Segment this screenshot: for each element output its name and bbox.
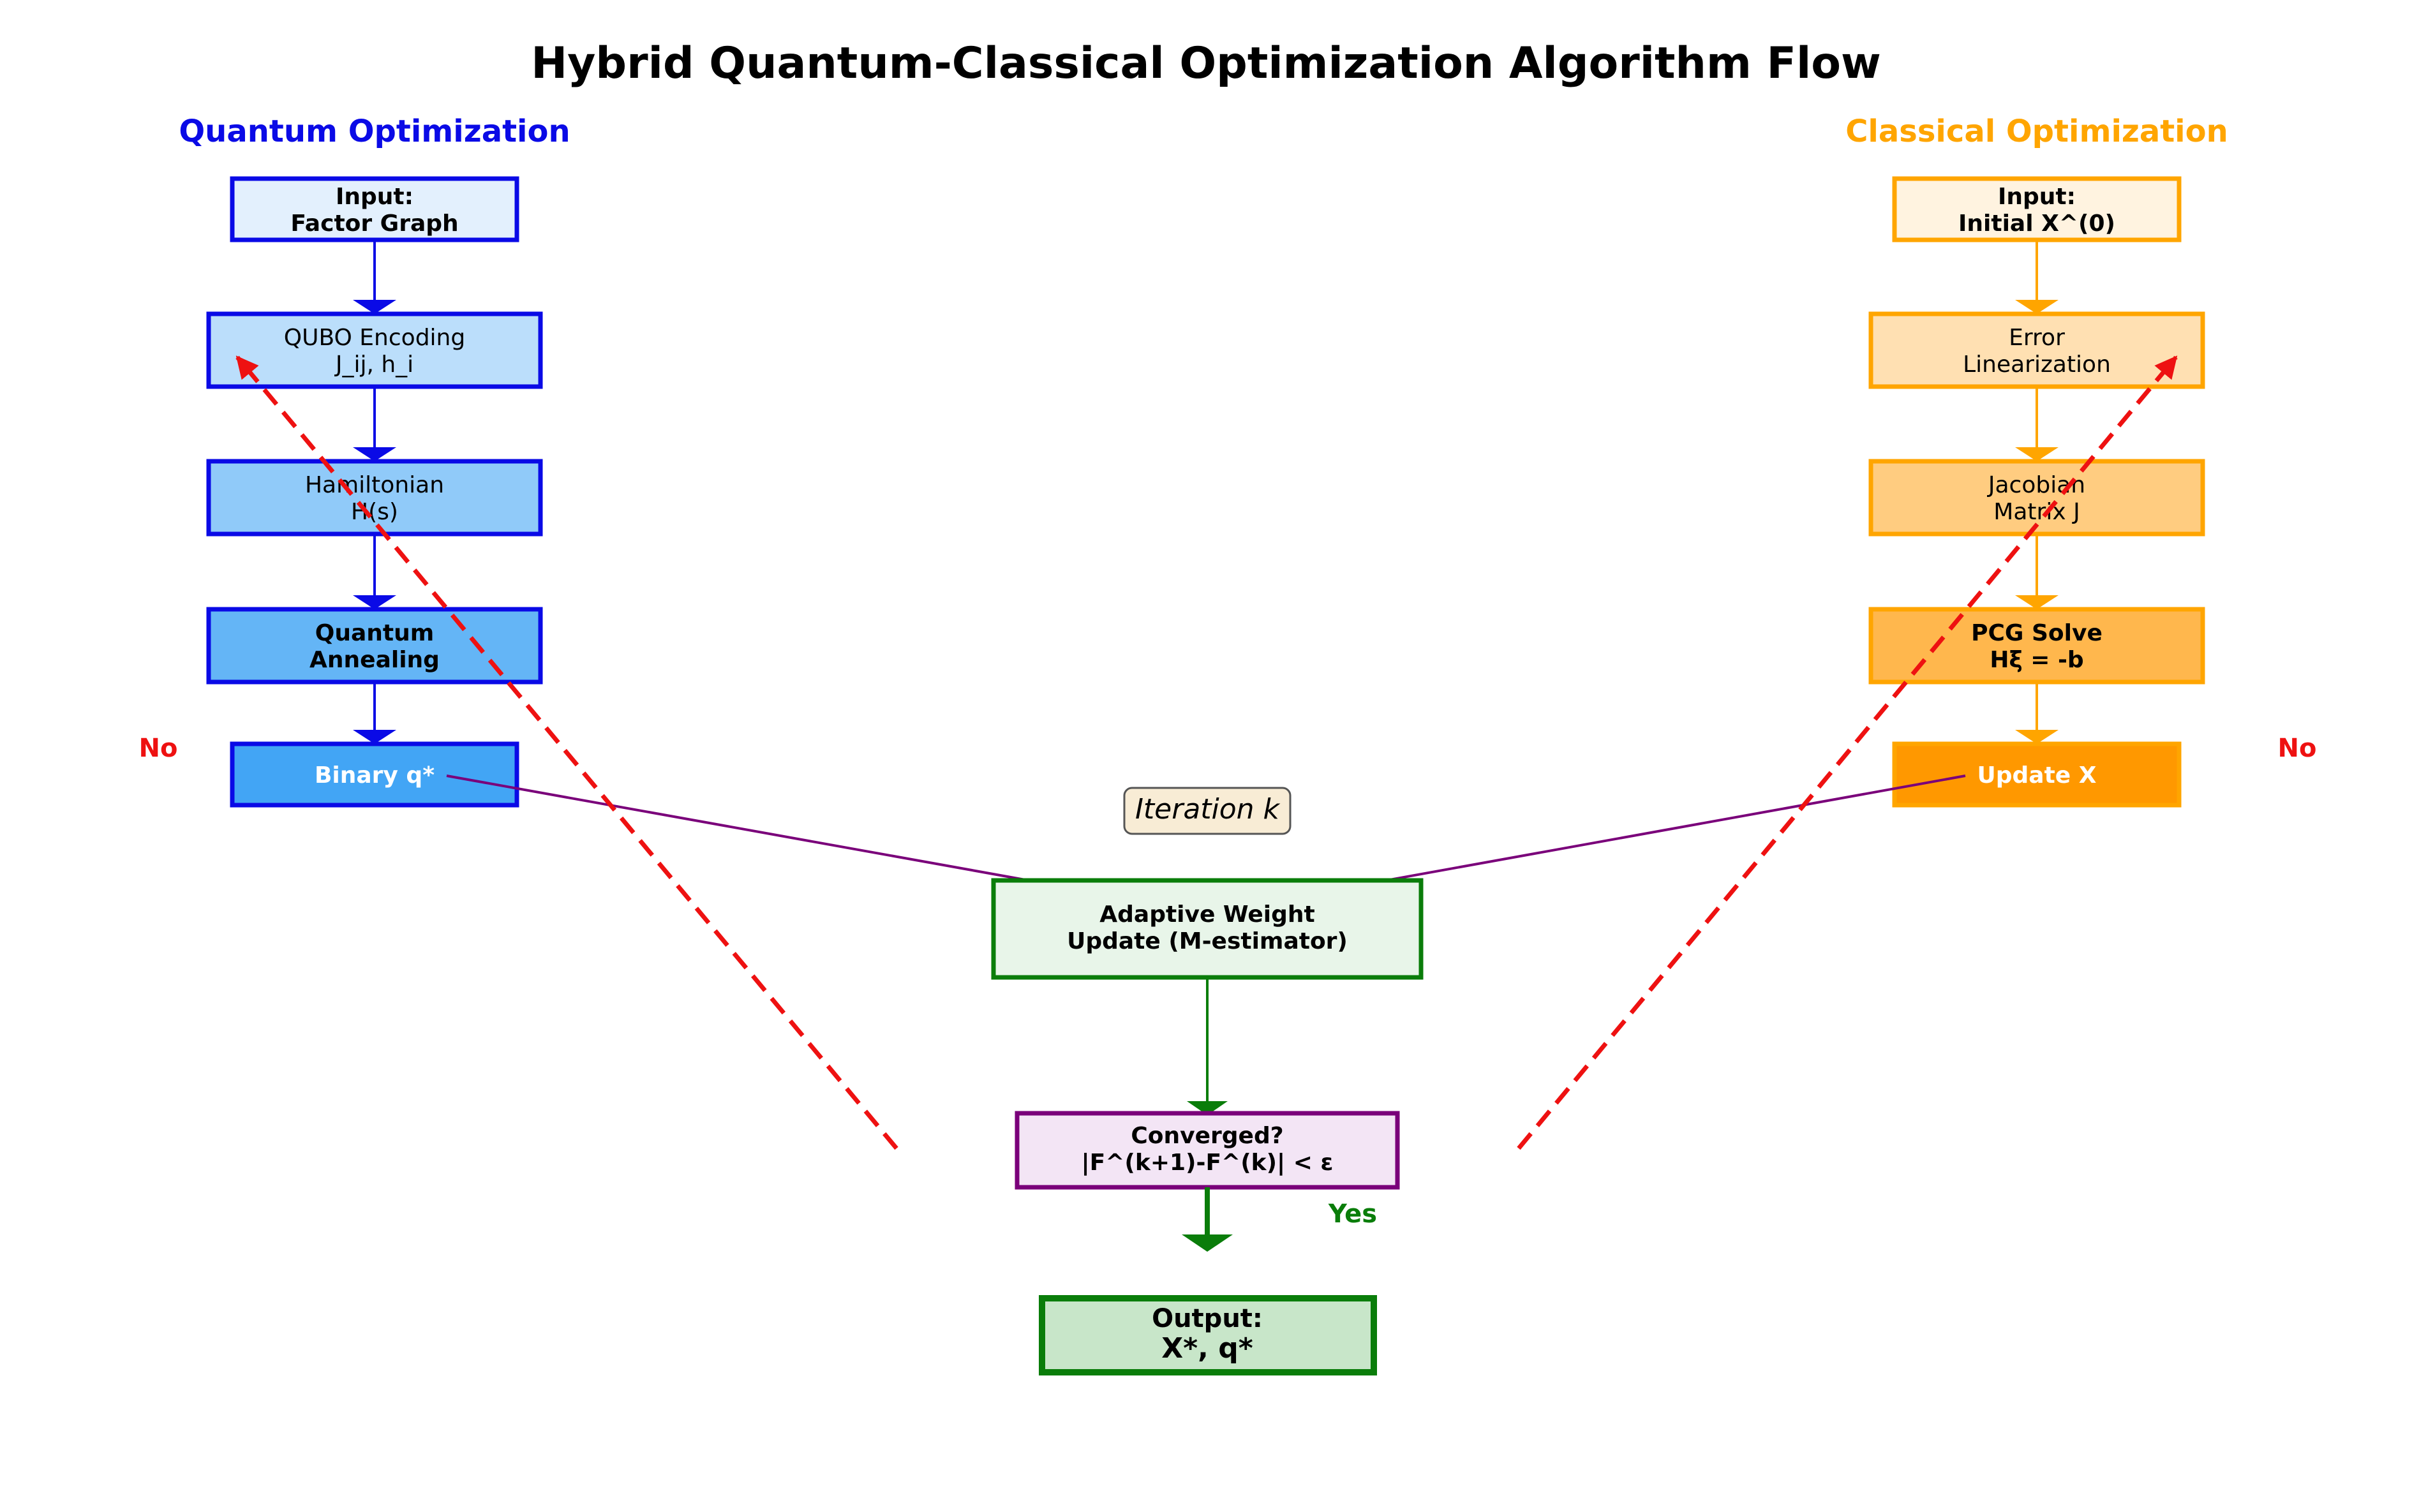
quantum-arrow-head-4 [353, 730, 396, 744]
no-label-right: No [2278, 734, 2317, 763]
classical-column: Input:Initial X^(0) ErrorLinearizationJac… [1868, 176, 2205, 808]
classical-arrow-head-2 [2015, 447, 2058, 461]
classical-arrow-head-3 [2015, 595, 2058, 609]
no-label-left: No [139, 734, 178, 763]
svg-text:Converged?: Converged? [1131, 1123, 1283, 1149]
diagram-title: Hybrid Quantum-Classical Optimization Al… [531, 38, 1881, 89]
quantum-arrow-head-2 [353, 447, 396, 461]
svg-text:Output:: Output: [1152, 1304, 1263, 1333]
quantum-feedback-arrow [446, 775, 1113, 901]
output-box: Output: X*, q* [1039, 1295, 1377, 1375]
classical-loop-arrow [1517, 355, 2178, 1150]
classical-box-3-line-2: Matrix J [1993, 499, 2080, 525]
quantum-arrow-head-1 [353, 300, 396, 314]
weight-box-line-1: Adaptive Weight [1099, 901, 1314, 928]
quantum-box-2-line-2: J_ij, h_i [334, 352, 413, 378]
converge-box-line-2: |F^(k+1)-F^(k)| < ε [1082, 1150, 1334, 1176]
converge-box-line-1: Converged? [1131, 1123, 1283, 1149]
classical-feedback-arrow [1302, 775, 1966, 901]
svg-text:|F^(k+1)-F^(k)| < ε: |F^(k+1)-F^(k)| < ε [1082, 1150, 1334, 1176]
output-box-line-2: X*, q* [1161, 1332, 1253, 1365]
quantum-box-4-line-1: Quantum [315, 620, 435, 646]
svg-text:Adaptive Weight: Adaptive Weight [1099, 901, 1314, 928]
converge-to-output-head [1182, 1234, 1233, 1252]
classical-box-4-line-2: Hξ = -b [1990, 647, 2083, 673]
classical-header: Classical Optimization [1845, 114, 2228, 149]
classical-arrow-head-1 [2015, 300, 2058, 314]
adaptive-weight-box: Adaptive Weight Update (M-estimator) [991, 878, 1424, 980]
quantum-loop-arrow [235, 355, 898, 1150]
svg-text:X*, q*: X*, q* [1161, 1332, 1253, 1365]
weight-box-line-2: Update (M-estimator) [1067, 928, 1348, 954]
quantum-header: Quantum Optimization [179, 114, 570, 149]
quantum-box-1-line-2: Factor Graph [290, 211, 458, 237]
quantum-box-1: Input:Factor Graph [230, 176, 519, 242]
classical-box-5-line-1: Update X [1977, 762, 2097, 789]
iteration-badge: Iteration k [1123, 787, 1292, 835]
classical-box-1-line-1: Input: [1998, 184, 2076, 210]
weight-to-converge-head [1187, 1101, 1228, 1115]
quantum-box-5: Binary q* [230, 741, 519, 808]
quantum-box-3-line-1: Hamiltonian [305, 472, 444, 498]
classical-box-2-line-1: Error [2009, 325, 2065, 351]
quantum-box-4-line-2: Annealing [309, 647, 440, 673]
quantum-box-2-line-1: QUBO Encoding [284, 325, 465, 351]
iteration-label: Iteration k [1135, 793, 1281, 826]
quantum-box-5-line-1: Binary q* [315, 762, 435, 789]
output-box-line-1: Output: [1152, 1304, 1263, 1333]
classical-box-1: Input:Initial X^(0) [1892, 176, 2182, 242]
quantum-box-1-line-1: Input: [336, 184, 413, 210]
svg-text:Update (M-estimator): Update (M-estimator) [1067, 928, 1348, 954]
yes-label: Yes [1328, 1199, 1377, 1229]
converged-box: Converged? |F^(k+1)-F^(k)| < ε [1015, 1111, 1400, 1190]
quantum-arrow-head-3 [353, 595, 396, 609]
classical-box-5: Update X [1892, 741, 2182, 808]
classical-box-1-line-2: Initial X^(0) [1958, 211, 2115, 237]
classical-box-2-line-2: Linearization [1963, 352, 2111, 378]
classical-box-4-line-1: PCG Solve [1971, 620, 2103, 646]
classical-arrow-head-4 [2015, 730, 2058, 744]
